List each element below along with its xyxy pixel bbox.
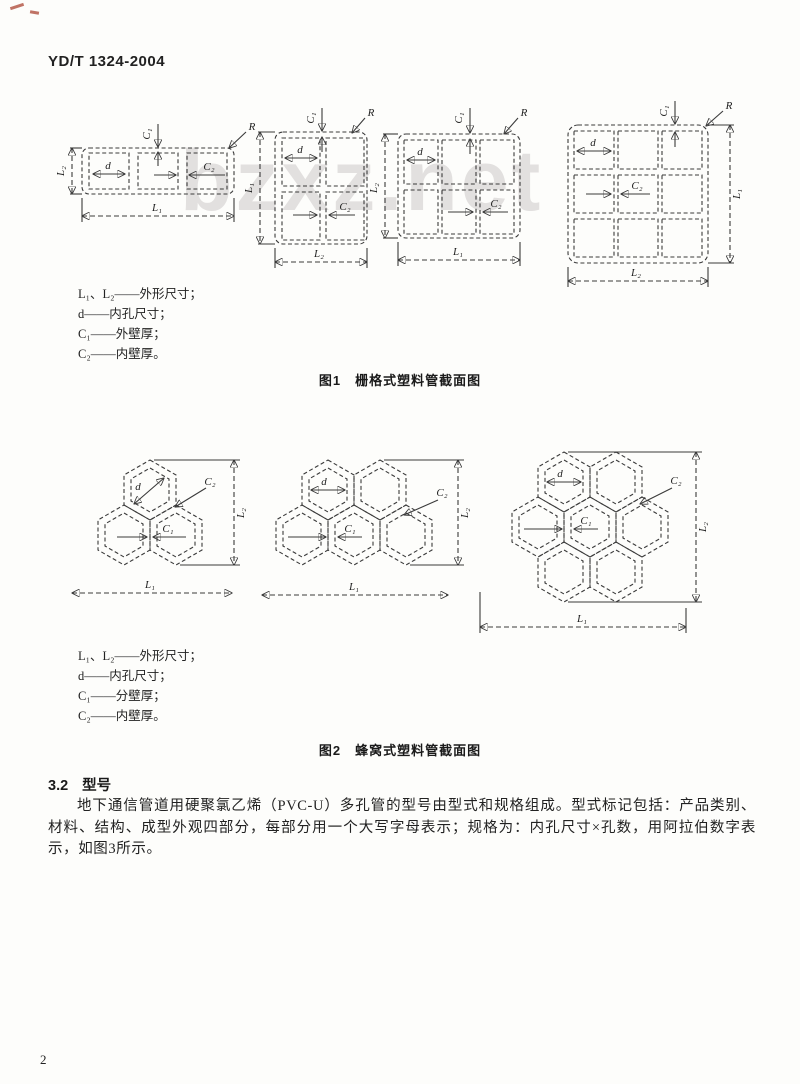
legend-line: d——内孔尺寸； [78,307,172,321]
dim-label-l2: L₂ [313,248,324,260]
dim-label-c1: C₁ [141,128,153,139]
dim-label-c2: C₂ [631,180,642,192]
grid-2x3-drawing: C₁ R L₂ d C₂ L₁ [368,107,528,266]
dim-label-d: d [135,481,141,493]
dim-label-l2: L₂ [459,508,471,519]
figure1-legend: L₁、L₂——外形尺寸； d——内孔尺寸； C₁——外壁厚； C₂——内壁厚。 [78,284,202,364]
standard-number: YD/T 1324-2004 [48,53,166,70]
legend-line: C₂——内壁厚。 [78,709,166,723]
legend-line: d——内孔尺寸； [78,669,172,683]
honeycomb-3-drawing: d C₂ C₁ L₂ L₁ [62,459,247,608]
honeycomb-5-drawing: d C₁ C₂ L₂ L₁ [258,459,471,608]
dim-label-l2: L₂ [368,183,380,194]
dim-label-l2: L₂ [235,508,247,519]
dim-label-l1: L₁ [151,202,162,214]
honeycomb-3-dimensions: d C₂ C₁ L₂ L₁ [72,459,247,593]
dim-label-d: d [105,160,111,172]
dim-label-r: R [367,107,375,119]
dim-label-r: R [725,100,733,112]
grid-1x3-drawing: C₁ R L₂ d C₂ L₁ [55,121,256,222]
dim-label-l1: L₁ [731,189,743,200]
dim-label-l2: L₂ [697,522,709,533]
dim-label-d: d [297,144,303,156]
dim-label-l2: L₂ [55,166,67,177]
section-number: 3.2 [48,778,69,794]
dim-label-d: d [417,146,423,158]
figure1-diagram-grid-2x2: C₁ R L₁ d C₂ L₂ [243,100,382,285]
grid-2x2-dimensions: C₁ R L₁ d C₂ L₂ [243,107,375,268]
dim-label-r: R [520,107,528,119]
dim-label-d: d [557,468,563,480]
legend-line: C₂——内壁厚。 [78,347,166,361]
figure2-diagram-honeycomb-5: d C₁ C₂ L₂ L₁ [258,438,473,613]
figure2-diagram-honeycomb-3: d C₂ C₁ L₂ L₁ [62,438,257,613]
scan-artifact [9,2,25,11]
dim-label-c1: C₁ [305,112,317,123]
dim-label-c1: C₁ [453,112,465,123]
figure1-caption: 图1 栅格式塑料管截面图 [318,373,482,388]
figure2-diagram-honeycomb-7: d C₁ C₂ L₂ L₁ [468,430,713,650]
grid-3x3-outline [567,124,709,264]
honeycomb-5-dimensions: d C₁ C₂ L₂ L₁ [262,459,471,595]
honeycomb-7-dimensions: d C₁ C₂ L₂ L₁ [479,451,709,633]
dim-label-l1: L₁ [452,246,463,258]
dim-label-l1: L₁ [348,581,359,593]
dim-label-d: d [321,476,327,488]
dim-label-l1: L₁ [144,579,155,591]
dim-label-l1: L₁ [243,183,255,194]
dim-label-c2: C₂ [204,476,215,488]
grid-3x3-dimensions: C₁ R L₁ d C₂ L₂ [567,100,743,287]
figure1-diagram-grid-3x3: C₁ R L₁ d C₂ L₂ [540,95,750,300]
figure1-diagram-grid-2x3: C₁ R L₂ d C₂ L₁ [368,100,537,285]
honeycomb-7-outline [511,451,669,603]
grid-2x3-dimensions: C₁ R L₂ d C₂ L₁ [368,107,528,266]
honeycomb-7-drawing: d C₁ C₂ L₂ L₁ [479,451,709,633]
grid-2x2-drawing: C₁ R L₁ d C₂ L₂ [243,107,375,268]
grid-2x3-outline [397,133,521,239]
dim-label-c1: C₁ [580,515,591,527]
grid-1x3-dimensions: C₁ R L₂ d C₂ L₁ [55,121,256,222]
dim-label-d: d [590,137,596,149]
legend-line: L₁、L₂——外形尺寸； [78,287,202,301]
dim-label-c1: C₁ [658,105,670,116]
dim-label-r: R [248,121,256,133]
dim-label-l1: L₁ [576,613,587,625]
legend-line: C₁——分壁厚； [78,689,166,703]
figure2-caption: 图2 蜂窝式塑料管截面图 [318,743,482,758]
grid-3x3-drawing: C₁ R L₁ d C₂ L₂ [567,100,743,287]
figure2-legend: L₁、L₂——外形尺寸； d——内孔尺寸； C₁——分壁厚； C₂——内壁厚。 [78,646,202,726]
dim-label-c2: C₂ [203,161,214,173]
dim-label-c1: C₁ [344,523,355,535]
dim-label-c2: C₂ [490,198,501,210]
section-title: 型号 [82,778,112,794]
dim-label-c1: C₁ [162,523,173,535]
scan-artifact [29,10,40,15]
dim-label-c2: C₂ [670,475,681,487]
dim-label-c2: C₂ [339,201,350,213]
legend-line: L₁、L₂——外形尺寸； [78,649,202,663]
honeycomb-3-outline [97,459,203,566]
legend-line: C₁——外壁厚； [78,327,166,341]
dim-label-c2: C₂ [436,487,447,499]
section-heading: 3.2 型号 [48,774,111,795]
page-number: 2 [40,1052,47,1067]
figure1-diagram-grid-1x3: C₁ R L₂ d C₂ L₁ [55,118,263,241]
grid-2x2-outline [274,131,368,245]
honeycomb-5-outline [275,459,433,566]
dim-label-l2: L₂ [630,267,641,279]
body-paragraph: 地下通信管道用硬聚氯乙烯（PVC-U）多孔管的型号由型式和规格组成。型式标记包括… [48,798,756,857]
